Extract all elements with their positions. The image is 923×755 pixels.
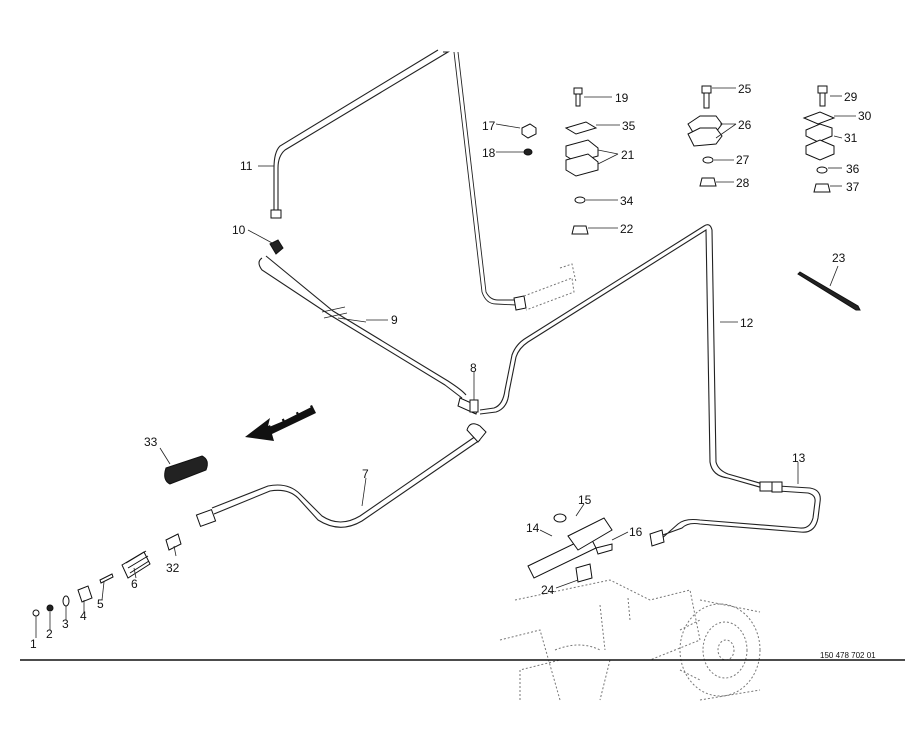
cylinder-ghost [523,263,577,311]
label-11: 11 [240,159,253,173]
frame-ghost [499,579,761,701]
pipe-9 [258,255,467,399]
clamp-assembly-b [687,85,723,187]
label-32: 32 [166,561,180,575]
label-25: 25 [738,82,752,96]
part-17-nut [521,123,537,139]
label-7: 7 [362,467,369,481]
label-6: 6 [131,577,138,591]
label-30: 30 [858,109,872,123]
drawing-number: 150 478 702 01 [820,651,876,660]
part-1 [32,609,40,617]
label-33: 33 [144,435,158,449]
label-35: 35 [622,119,636,133]
label-9: 9 [391,313,398,327]
direction-arrow-icon [245,405,316,441]
label-31: 31 [844,131,858,145]
pipe-11-nut [270,209,282,219]
label-14: 14 [526,521,540,535]
label-28: 28 [736,176,750,190]
label-37: 37 [846,180,860,194]
label-22: 22 [620,222,634,236]
label-16: 16 [629,525,643,539]
label-10: 10 [232,223,246,237]
label-21: 21 [621,148,635,162]
label-26: 26 [738,118,752,132]
label-1: 1 [30,637,37,651]
label-12: 12 [740,316,754,330]
pipe-center [453,51,517,306]
bracket-assembly [527,513,613,583]
clamp-assembly-c [802,85,836,193]
label-8: 8 [470,361,477,375]
label-18: 18 [482,146,496,160]
pipe-13 [659,485,821,541]
label-36: 36 [846,162,860,176]
part-33-grip [164,455,208,485]
label-15: 15 [578,493,592,507]
label-34: 34 [620,194,634,208]
pipe-11 [273,49,450,212]
part-5 [99,573,114,584]
part-4 [77,585,93,603]
fitting-10 [269,239,284,255]
part-number-labels: 1 2 3 4 5 6 7 8 9 10 11 12 13 14 15 16 1… [30,82,872,651]
label-24: 24 [541,583,555,597]
label-27: 27 [736,153,750,167]
part-23-cable-tie [797,271,861,311]
pipe-7-end-fitting [466,423,487,443]
label-17: 17 [482,119,496,133]
clamp-assembly-a [564,87,599,235]
part-2 [46,604,54,612]
label-29: 29 [844,90,858,104]
pipe-to-12 [479,224,771,491]
part-3 [62,595,70,607]
part-32 [165,533,182,551]
label-23: 23 [832,251,846,265]
part-6-coupler [121,550,151,579]
label-19: 19 [615,91,629,105]
pipe-13-nut [771,481,783,493]
label-2: 2 [46,627,53,641]
leader-lines [35,87,856,638]
part-18-washer [523,148,533,156]
label-13: 13 [792,451,806,465]
label-3: 3 [62,617,69,631]
label-5: 5 [97,597,104,611]
label-4: 4 [80,609,87,623]
pipe-12-nut [759,481,773,492]
pipe-7 [211,435,481,528]
